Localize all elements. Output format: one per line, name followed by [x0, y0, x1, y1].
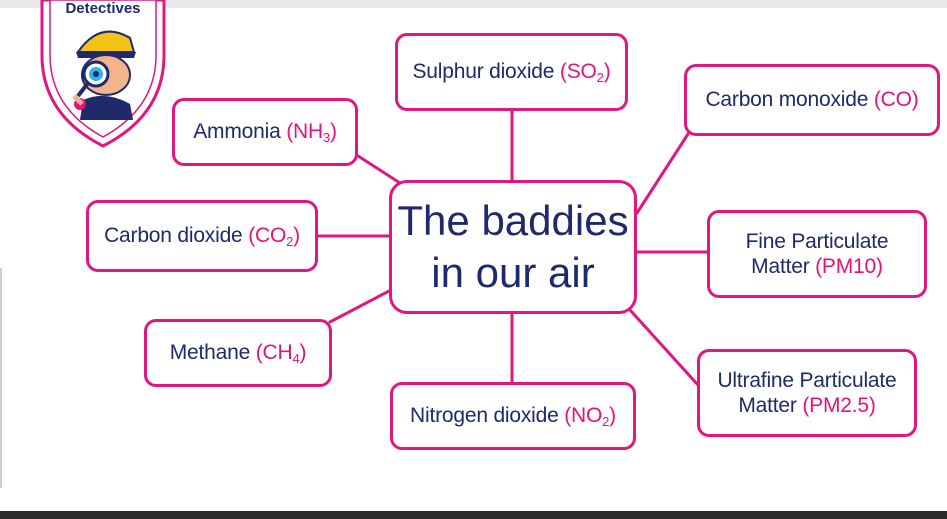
- node-nitrogen-dioxide: Nitrogen dioxide (NO2): [390, 382, 636, 450]
- node-carbon-monoxide: Carbon monoxide (CO): [684, 64, 940, 136]
- node-carbon-dioxide: Carbon dioxide (CO2): [86, 200, 318, 272]
- center-line-1: The baddies: [397, 195, 628, 248]
- node-fine-pm-formula: (PM10): [815, 255, 883, 278]
- node-ultrafine-particulate: Ultrafine Particulate Matter (PM2.5): [697, 349, 917, 437]
- node-methane: Methane (CH4): [144, 319, 332, 387]
- node-sulphur-dioxide: Sulphur dioxide (SO2): [395, 33, 628, 111]
- center-node: The baddies in our air: [389, 180, 637, 314]
- node-sulphur-name: Sulphur dioxide: [413, 59, 555, 84]
- node-nitrogen-formula: (NO2): [564, 403, 616, 428]
- node-methane-formula: (CH4): [256, 340, 307, 365]
- node-carbon-monoxide-formula: (CO): [874, 87, 919, 112]
- line-carbon-monoxide: [637, 134, 688, 213]
- node-carbon-monoxide-name: Carbon monoxide: [705, 87, 868, 112]
- node-fine-pm-name: Fine Particulate: [746, 229, 889, 254]
- node-fine-pm-name2: Matter: [751, 255, 809, 278]
- node-carbon-dioxide-formula: (CO2): [248, 223, 300, 248]
- node-fine-particulate: Fine Particulate Matter (PM10): [707, 210, 927, 298]
- logo-text: Detectives: [65, 0, 140, 17]
- node-ultrafine-pm-formula: (PM2.5): [802, 394, 875, 417]
- line-ammonia: [355, 154, 400, 183]
- node-ammonia-name: Ammonia: [193, 119, 280, 144]
- line-methane: [330, 291, 389, 322]
- line-ultrafine: [630, 310, 698, 385]
- node-ammonia: Ammonia (NH3): [172, 98, 358, 166]
- node-methane-name: Methane: [170, 340, 250, 365]
- center-line-2: in our air: [397, 247, 628, 300]
- node-ultrafine-pm-name2: Matter: [738, 394, 796, 417]
- node-carbon-dioxide-name: Carbon dioxide: [104, 223, 242, 248]
- detectives-logo: Detectives: [38, 0, 168, 155]
- node-nitrogen-name: Nitrogen dioxide: [410, 403, 559, 428]
- node-ammonia-formula: (NH3): [286, 119, 337, 144]
- node-sulphur-formula: (SO2): [560, 59, 611, 84]
- node-ultrafine-pm-name: Ultrafine Particulate: [717, 368, 896, 393]
